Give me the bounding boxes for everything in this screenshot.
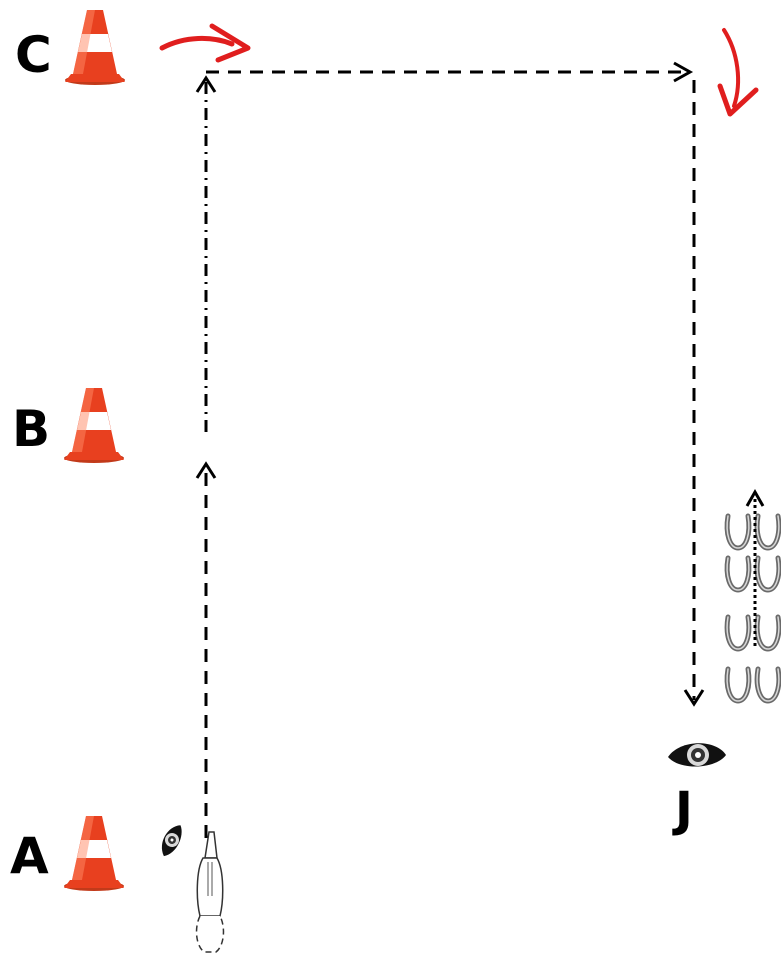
- horseshoe-icon: [727, 558, 749, 590]
- horseshoe-icon: [757, 558, 779, 590]
- horseshoe-icon: [727, 669, 749, 701]
- station-label-c: C: [15, 26, 52, 84]
- turn-down-arrow-icon: [720, 30, 756, 114]
- horseshoe-grid: [727, 516, 779, 701]
- horseshoe-icon: [757, 617, 779, 649]
- judge-label: J: [672, 782, 693, 838]
- traffic-cone-icon: [65, 10, 125, 85]
- traffic-cone-icon: [64, 816, 124, 891]
- horse-top-view-icon: [197, 832, 224, 952]
- path-down-to-judge: [685, 80, 703, 704]
- path-b-to-c: [197, 78, 215, 432]
- path-across-top: [206, 63, 690, 81]
- traffic-cone-icon: [64, 388, 124, 463]
- horseshoe-icon: [757, 516, 779, 548]
- horseshoe-icon: [757, 669, 779, 701]
- rider-eye-icon: [156, 821, 187, 859]
- eye-icon: [668, 743, 726, 766]
- path-a-to-b: [197, 464, 215, 838]
- station-label-a: A: [10, 827, 49, 885]
- station-label-b: B: [12, 400, 50, 458]
- horseshoe-icon: [727, 617, 749, 649]
- turn-right-arrow-icon: [162, 26, 248, 60]
- horseshoe-icon: [727, 516, 749, 548]
